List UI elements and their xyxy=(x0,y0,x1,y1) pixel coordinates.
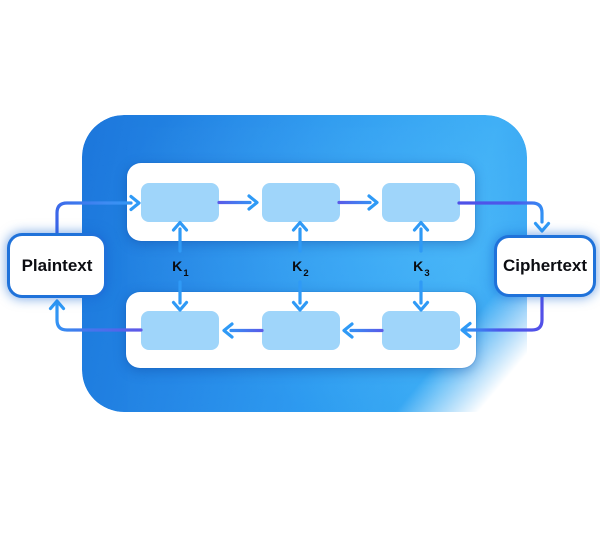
encryption-row xyxy=(127,163,475,241)
stage-box-bottom-3 xyxy=(382,311,460,350)
decryption-row xyxy=(126,292,476,368)
key-label-1: K1 xyxy=(158,258,202,279)
key-3-base: K xyxy=(413,258,424,274)
key-2-base: K xyxy=(292,258,303,274)
key-2-subscript: 2 xyxy=(303,267,309,279)
plaintext-label: Plaintext xyxy=(21,255,93,275)
ciphertext-label: Ciphertext xyxy=(502,256,588,275)
stage-box-top-1 xyxy=(141,183,219,222)
key-label-3: K3 xyxy=(399,258,443,279)
stage-box-top-2 xyxy=(262,183,340,222)
stage-box-bottom-1 xyxy=(141,311,219,350)
key-label-2: K2 xyxy=(278,258,322,279)
key-1-base: K xyxy=(172,258,183,274)
plaintext-node: Plaintext xyxy=(10,236,104,295)
stage-box-top-3 xyxy=(382,183,460,222)
key-1-subscript: 1 xyxy=(183,267,189,279)
key-3-subscript: 3 xyxy=(424,267,430,279)
stage-box-bottom-2 xyxy=(262,311,340,350)
ciphertext-node: Ciphertext xyxy=(497,238,593,294)
